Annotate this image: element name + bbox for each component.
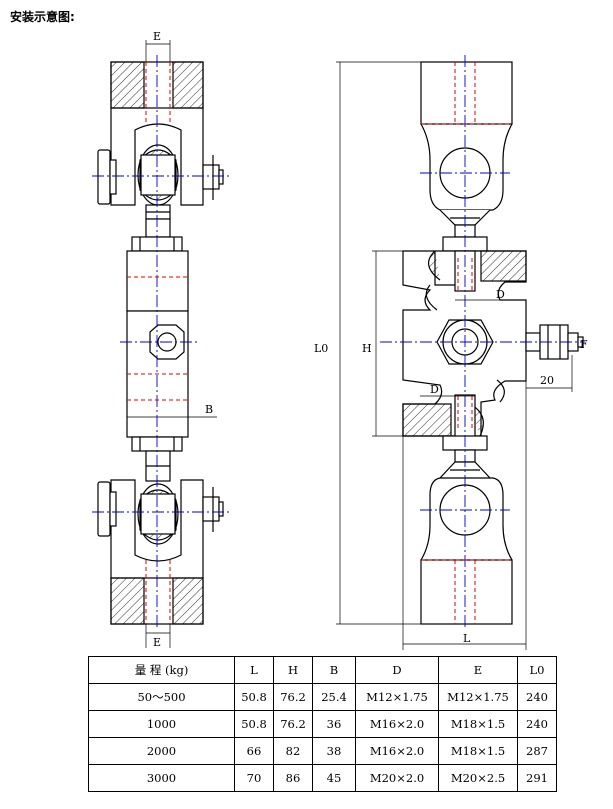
table-row: 3000 70 86 45 M20×2.0 M20×2.5 291 [88,764,557,792]
table-cell: M16×2.0 [355,710,439,738]
left-view-centerlines [92,55,230,630]
left-view-hidden-lines [127,62,188,624]
label-20: 20 [540,374,554,387]
table-cell: 287 [517,737,557,765]
table-cell: M12×1.75 [438,683,518,711]
top-rod-end [420,61,513,252]
table-cell: M12×1.75 [355,683,439,711]
right-view-dimension-lines [336,61,573,650]
label-d-top: D [496,288,505,301]
table-cell: 291 [517,764,557,792]
label-l0: L0 [314,342,328,355]
installation-diagram: E E B [92,30,588,650]
table-cell: 36 [312,710,356,738]
table-cell: 3000 [88,764,235,792]
table-cell: 76.2 [273,710,313,738]
table-cell: M20×2.5 [438,764,518,792]
header-e: E [438,656,518,684]
top-clevis [97,61,224,238]
table-cell: 240 [517,710,557,738]
load-cell-body-front [402,250,584,438]
table-cell: 25.4 [312,683,356,711]
table-header-row: 量 程 (kg) L H B D E L0 [88,656,557,684]
e-dimension-lines [145,40,171,648]
table-cell: M16×2.0 [355,737,439,765]
table-cell: 76.2 [273,683,313,711]
table-cell: 240 [517,683,557,711]
label-b: B [205,403,213,416]
page-title: 安装示意图: [10,10,75,24]
label-e-bottom: E [153,636,161,649]
table-cell: M20×2.0 [355,764,439,792]
table-cell: 50.8 [234,710,274,738]
label-l: L [463,632,471,645]
bottom-clevis [97,479,224,625]
table-cell: 50.8 [234,683,274,711]
table-cell: 45 [312,764,356,792]
table-cell: M18×1.5 [438,710,518,738]
table-cell: 1000 [88,710,235,738]
table-cell: 70 [234,764,274,792]
right-view-hidden-lines [421,62,512,624]
table-cell: 86 [273,764,313,792]
table-cell: 50～500 [88,683,235,711]
table-cell: 2000 [88,737,235,765]
right-view-centerlines [380,55,585,630]
table-cell: M18×1.5 [438,737,518,765]
table-cell: 82 [273,737,313,765]
table-row: 2000 66 82 38 M16×2.0 M18×1.5 287 [88,737,557,765]
label-f: F [580,338,588,351]
label-d-bottom: D [430,383,439,396]
header-range: 量 程 (kg) [88,656,235,684]
bottom-rod-end [420,435,513,625]
table-row: 50～500 50.8 76.2 25.4 M12×1.75 M12×1.75 … [88,683,557,711]
left-view [97,61,224,625]
header-b: B [312,656,356,684]
header-h: H [273,656,313,684]
header-d: D [355,656,439,684]
header-l0: L0 [517,656,557,684]
right-view [402,61,584,625]
table-cell: 66 [234,737,274,765]
header-l: L [234,656,274,684]
table-cell: 38 [312,737,356,765]
table-row: 1000 50.8 76.2 36 M16×2.0 M18×1.5 240 [88,710,557,738]
load-cell-body-side [126,250,189,438]
label-h: H [362,342,372,355]
spec-table: 量 程 (kg) L H B D E L0 50～500 50.8 76.2 2… [88,656,557,792]
label-e-top: E [153,30,161,43]
